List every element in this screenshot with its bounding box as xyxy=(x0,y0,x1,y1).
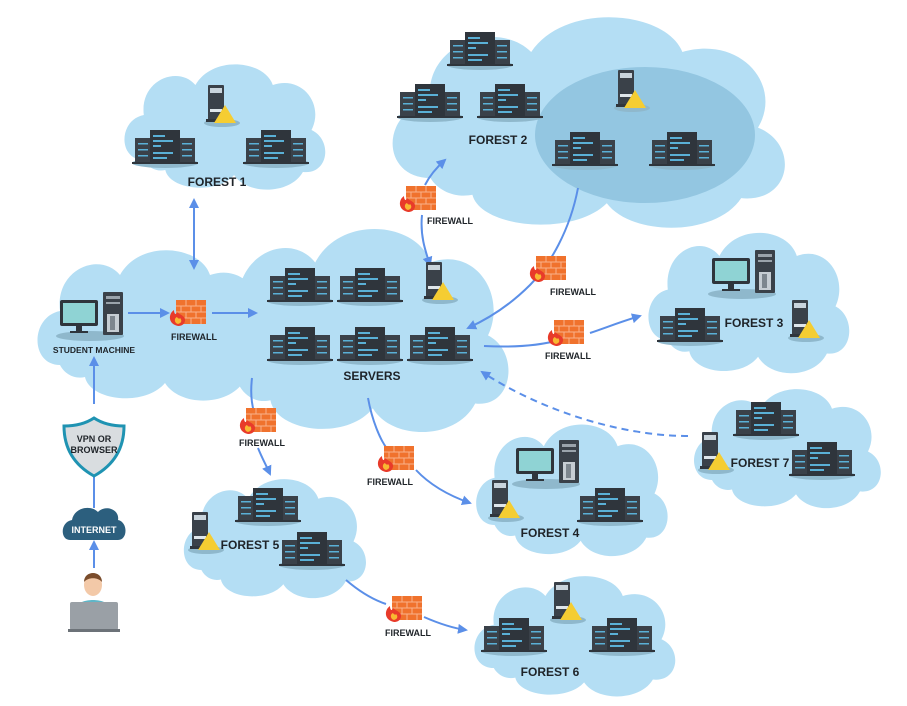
firewall-label: FIREWALL xyxy=(367,477,413,487)
forest-7-label: FOREST 7 xyxy=(731,456,790,470)
firewall-servers-forest2[interactable]: FIREWALL xyxy=(399,185,474,226)
forest-2-subnet xyxy=(535,67,755,203)
firewall-icon xyxy=(385,595,423,623)
forest-7-cloud xyxy=(694,389,881,509)
connectors xyxy=(89,158,689,634)
internet[interactable]: INTERNET xyxy=(62,507,126,540)
forest-5[interactable]: FOREST 5 xyxy=(188,488,345,570)
internet-label: INTERNET xyxy=(72,525,118,535)
forest-6-label: FOREST 6 xyxy=(521,665,580,679)
forest-4-label: FOREST 4 xyxy=(521,526,580,540)
firewall-label: FIREWALL xyxy=(385,628,431,638)
student-machine[interactable]: STUDENT MACHINE xyxy=(53,292,135,355)
server-rack-icon xyxy=(447,32,513,70)
firewall-label: FIREWALL xyxy=(550,287,596,297)
forest-3-label: FOREST 3 xyxy=(725,316,784,330)
firewall-servers-forest4[interactable]: FIREWALL xyxy=(367,445,415,487)
firewall-student-servers[interactable]: FIREWALL xyxy=(169,299,218,342)
user-laptop-icon[interactable] xyxy=(68,573,120,632)
arrow-firewall-forest3 xyxy=(589,313,642,334)
firewall-label: FIREWALL xyxy=(171,332,217,342)
line-forest5-firewall-f6 xyxy=(345,579,387,605)
forest-3-cloud xyxy=(648,232,850,374)
forest-3[interactable]: FOREST 3 xyxy=(657,250,824,346)
forest-5-label: FOREST 5 xyxy=(221,538,280,552)
firewall-forest5-forest6[interactable]: FIREWALL xyxy=(385,595,431,638)
arrow-firewall-forest5 xyxy=(257,447,272,476)
arrow-firewall-forest4 xyxy=(415,469,472,506)
shield-icon xyxy=(62,416,126,478)
forest-1[interactable]: FOREST 1 xyxy=(132,85,309,189)
firewall-servers-forest5[interactable]: FIREWALL xyxy=(239,407,285,448)
arrow-firewall-servers-top xyxy=(420,214,433,267)
forest-2-label: FOREST 2 xyxy=(469,133,528,147)
student-machine-label: STUDENT MACHINE xyxy=(53,345,135,355)
cloud-icon xyxy=(62,507,126,540)
servers-label: SERVERS xyxy=(343,369,400,383)
servers[interactable]: SERVERS xyxy=(267,262,473,383)
arrow-firewall-forest2 xyxy=(424,158,447,186)
forest-1-cloud xyxy=(124,64,326,190)
firewall-forest2-servers[interactable]: FIREWALL xyxy=(529,255,597,297)
firewall-label: FIREWALL xyxy=(239,438,285,448)
forest-1-label: FOREST 1 xyxy=(188,175,247,189)
forest-4[interactable]: FOREST 4 xyxy=(488,440,643,540)
vpn-or-browser[interactable]: VPN OR BROWSER xyxy=(62,416,126,478)
forest-2[interactable]: FOREST 2 xyxy=(397,32,715,170)
firewall-icon xyxy=(399,185,437,213)
firewall-icon xyxy=(239,407,277,435)
forest-7[interactable]: FOREST 7 xyxy=(698,402,855,480)
firewall-icon xyxy=(529,255,567,283)
firewall-icon xyxy=(377,445,415,473)
vpn-label-line2: BROWSER xyxy=(71,445,119,455)
arrow-firewall-forest6 xyxy=(423,616,468,634)
firewall-icon xyxy=(547,319,585,347)
forest-6[interactable]: FOREST 6 xyxy=(481,582,655,679)
firewall-label: FIREWALL xyxy=(427,216,473,226)
firewall-label: FIREWALL xyxy=(545,351,591,361)
vpn-label-line1: VPN OR xyxy=(77,434,112,444)
arrow-forest7-servers xyxy=(480,370,689,437)
arrow-forest2-servers xyxy=(466,187,579,330)
firewall-servers-forest3[interactable]: FIREWALL xyxy=(545,319,591,361)
